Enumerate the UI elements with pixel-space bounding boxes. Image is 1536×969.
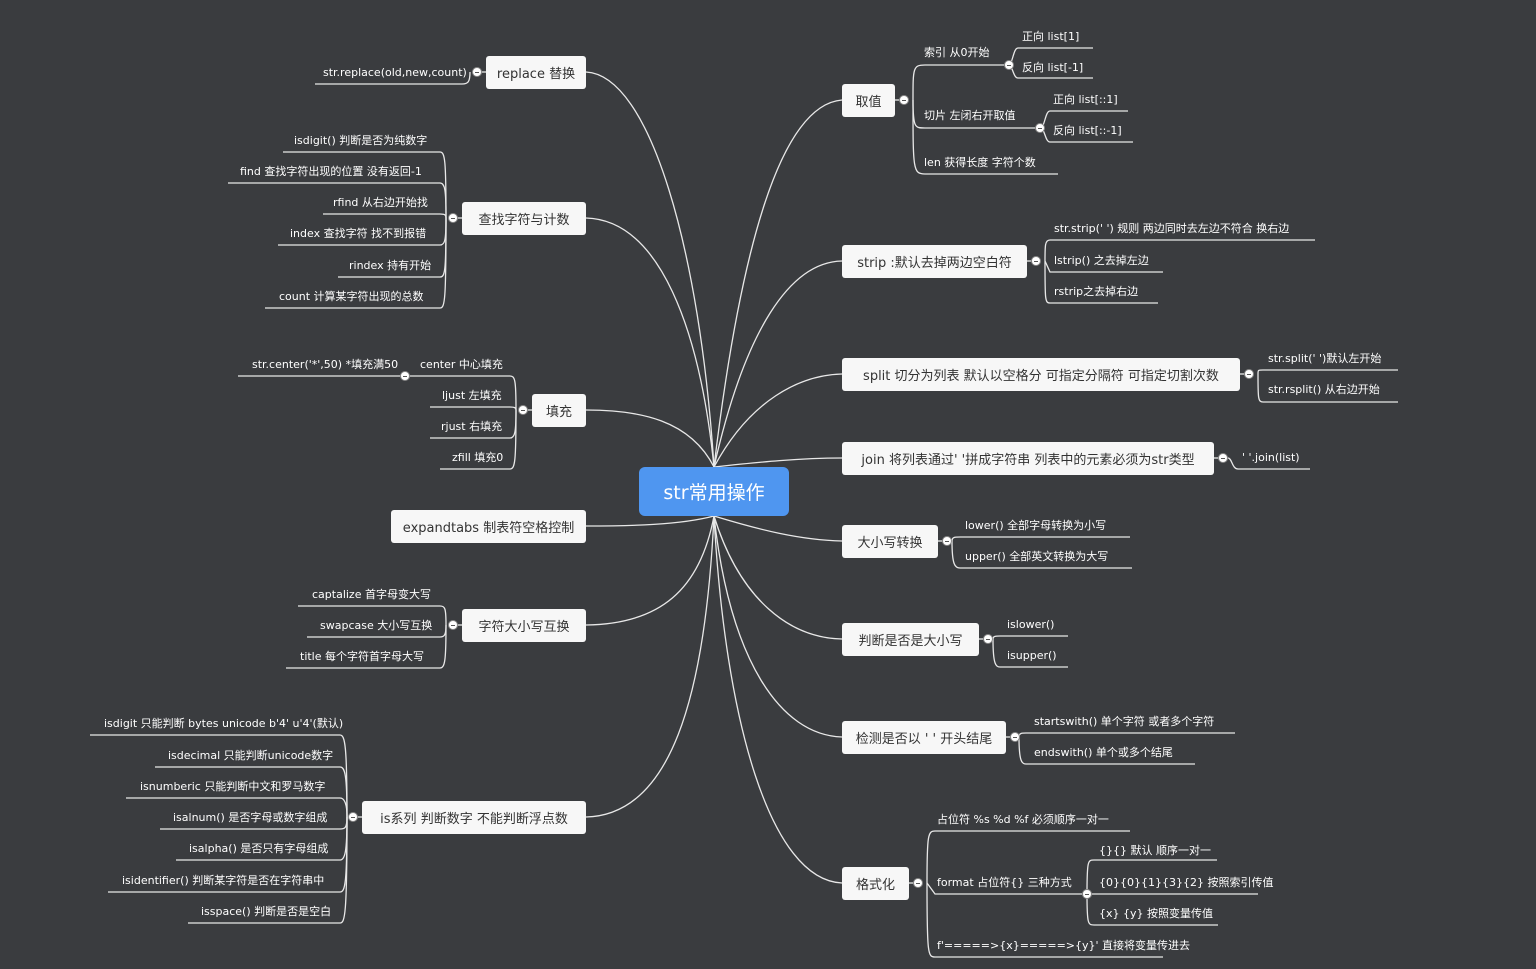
leaf-find-5[interactable]: rindex 持有开始 <box>349 259 432 272</box>
leaf-fill-1a[interactable]: str.center('*',50) *填充满50 <box>252 358 399 371</box>
leaf-zheng2[interactable]: 正向 list[::1] <box>1053 93 1118 106</box>
leaf-replace-1[interactable]: str.replace(old,new,count) <box>323 66 467 79</box>
leaf-find-6[interactable]: count 计算某字符出现的总数 <box>279 290 424 303</box>
topic-case[interactable]: 大小写转换 <box>842 525 938 558</box>
leaf-format-2b[interactable]: {0}{0}{1}{3}{2} 按照索引传值 <box>1099 876 1274 889</box>
topic-replace[interactable]: replace 替换 <box>486 56 586 89</box>
leaf-split-2[interactable]: str.rsplit() 从右边开始 <box>1268 383 1380 396</box>
leaf-strip-2[interactable]: lstrip() 之去掉左边 <box>1054 254 1149 267</box>
collapse-icon[interactable] <box>1082 889 1092 899</box>
topic-split[interactable]: split 切分为列表 默认以空格分 可指定分隔符 可指定切割次数 <box>842 358 1240 391</box>
leaf-is-7[interactable]: isspace() 判断是否是空白 <box>201 905 332 918</box>
leaf-format-1[interactable]: 占位符 %s %d %f 必须顺序一对一 <box>937 813 1109 826</box>
leaf-suoyin[interactable]: 索引 从0开始 <box>924 46 990 59</box>
leaf-fill-1[interactable]: center 中心填充 <box>420 358 503 371</box>
topic-fill[interactable]: 填充 <box>532 394 586 427</box>
collapse-icon[interactable] <box>1004 60 1014 70</box>
collapse-icon[interactable] <box>472 67 482 77</box>
collapse-icon[interactable] <box>1218 453 1228 463</box>
leaf-is-4[interactable]: isalnum() 是否字母或数字组成 <box>173 811 328 824</box>
leaf-is-5[interactable]: isalpha() 是否只有字母组成 <box>189 842 329 855</box>
leaf-find-3[interactable]: rfind 从右边开始找 <box>333 196 428 209</box>
leaf-is-3[interactable]: isnumberic 只能判断中文和罗马数字 <box>140 780 326 793</box>
leaf-format-2[interactable]: format 占位符{} 三种方式 <box>937 876 1072 889</box>
leaf-is-1[interactable]: isdigit 只能判断 bytes unicode b'4' u'4'(默认) <box>104 717 344 730</box>
leaf-len[interactable]: len 获得长度 字符个数 <box>924 156 1036 169</box>
leaf-swap-1[interactable]: captalize 首字母变大写 <box>312 588 431 601</box>
leaf-strip-3[interactable]: rstrip之去掉右边 <box>1054 285 1139 298</box>
leaf-detect-2[interactable]: endswith() 单个或多个结尾 <box>1034 746 1173 759</box>
collapse-icon[interactable] <box>518 405 528 415</box>
topic-expandtabs[interactable]: expandtabs 制表符空格控制 <box>391 510 586 543</box>
leaf-fill-4[interactable]: zfill 填充0 <box>452 451 504 464</box>
leaf-find-1[interactable]: isdigit() 判断是否为纯数字 <box>294 134 428 147</box>
topic-detect[interactable]: 检测是否以 ' ' 开头结尾 <box>842 721 1006 754</box>
leaf-is-2[interactable]: isdecimal 只能判断unicode数字 <box>168 749 334 762</box>
leaf-split-1[interactable]: str.split(' ')默认左开始 <box>1268 352 1382 365</box>
collapse-icon[interactable] <box>942 536 952 546</box>
collapse-icon[interactable] <box>448 620 458 630</box>
leaf-format-2c[interactable]: {x} {y} 按照变量传值 <box>1099 907 1214 920</box>
topic-quzhi[interactable]: 取值 <box>842 84 895 117</box>
collapse-icon[interactable] <box>1244 369 1254 379</box>
leaf-case-1[interactable]: lower() 全部字母转换为小写 <box>965 519 1107 532</box>
topic-format[interactable]: 格式化 <box>842 867 909 900</box>
collapse-icon[interactable] <box>1031 256 1041 266</box>
leaf-fan[interactable]: 反向 list[-1] <box>1022 61 1084 74</box>
collapse-icon[interactable] <box>1010 732 1020 742</box>
collapse-icon[interactable] <box>983 634 993 644</box>
leaf-case-2[interactable]: upper() 全部英文转换为大写 <box>965 550 1109 563</box>
leaf-format-3[interactable]: f'=====>{x}=====>{y}' 直接将变量传进去 <box>937 939 1191 952</box>
collapse-icon[interactable] <box>448 213 458 223</box>
collapse-icon[interactable] <box>913 878 923 888</box>
leaf-find-4[interactable]: index 查找字符 找不到报错 <box>290 227 427 240</box>
leaf-fan2[interactable]: 反向 list[::-1] <box>1053 124 1122 137</box>
leaf-is-6[interactable]: isidentifier() 判断某字符是否在字符串中 <box>122 874 325 887</box>
leaf-strip-1[interactable]: str.strip(' ') 规则 两边同时去左边不符合 换右边 <box>1054 222 1290 235</box>
leaf-find-2[interactable]: find 查找字符出现的位置 没有返回-1 <box>240 165 422 178</box>
collapse-icon[interactable] <box>899 95 909 105</box>
leaf-swap-2[interactable]: swapcase 大小写互换 <box>320 619 433 632</box>
collapse-icon[interactable] <box>1035 123 1045 133</box>
topic-judge[interactable]: 判断是否是大小写 <box>842 623 979 656</box>
collapse-icon[interactable] <box>400 371 410 381</box>
collapse-icon[interactable] <box>348 812 358 822</box>
leaf-join-1[interactable]: ' '.join(list) <box>1242 451 1300 464</box>
topic-swapcase[interactable]: 字符大小写互换 <box>462 609 586 642</box>
leaf-qiepian[interactable]: 切片 左闭右开取值 <box>924 109 1016 122</box>
central-topic[interactable]: str常用操作 <box>639 467 789 516</box>
leaf-fill-3[interactable]: rjust 右填充 <box>441 420 503 433</box>
topic-is-series[interactable]: is系列 判断数字 不能判断浮点数 <box>362 801 586 834</box>
leaf-judge-2[interactable]: isupper() <box>1007 649 1057 662</box>
topic-find[interactable]: 查找字符与计数 <box>462 202 586 235</box>
leaf-fill-2[interactable]: ljust 左填充 <box>442 389 502 402</box>
topic-strip[interactable]: strip :默认去掉两边空白符 <box>842 245 1027 278</box>
topic-join[interactable]: join 将列表通过' '拼成字符串 列表中的元素必须为str类型 <box>842 442 1214 475</box>
leaf-judge-1[interactable]: islower() <box>1007 618 1055 631</box>
leaf-swap-3[interactable]: title 每个字符首字母大写 <box>300 650 425 663</box>
leaf-zheng[interactable]: 正向 list[1] <box>1022 30 1080 43</box>
leaf-detect-1[interactable]: startswith() 单个字符 或者多个字符 <box>1034 715 1215 728</box>
leaf-format-2a[interactable]: {}{} 默认 顺序一对一 <box>1099 844 1211 857</box>
